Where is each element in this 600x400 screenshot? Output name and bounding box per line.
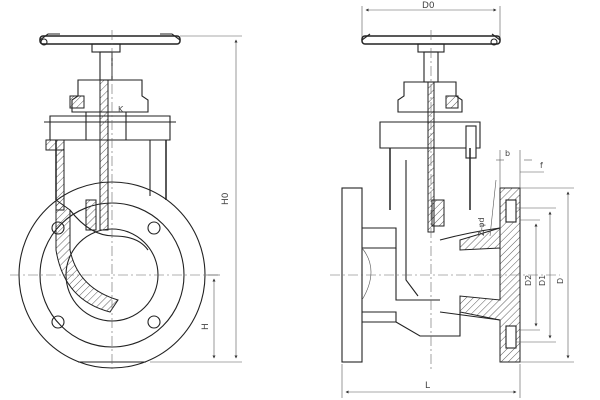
b-f-dimensions: b f — [496, 149, 544, 188]
b-label: b — [505, 149, 510, 158]
h-dimension: H — [201, 274, 220, 359]
body-neck-front — [55, 140, 167, 211]
d2-label: D2 — [524, 275, 533, 286]
front-view: K H0 H — [10, 30, 242, 372]
left-flange-side — [341, 187, 397, 363]
bonnet-front — [44, 79, 176, 151]
h0-dimension: H0 — [150, 35, 242, 363]
d1-label: D1 — [538, 275, 547, 286]
f-label: f — [540, 161, 543, 170]
bolt-callout: Z-φd — [477, 179, 497, 237]
k-label: K — [118, 105, 124, 114]
body-bottom-side — [395, 248, 461, 337]
h-label: H — [201, 323, 211, 330]
body-section-front — [55, 199, 149, 313]
side-view: D0 — [330, 1, 574, 398]
d0-dimension: D0 — [361, 1, 501, 40]
l-dimension: L — [341, 364, 521, 398]
handwheel-front — [39, 33, 181, 81]
stem-gate-side — [405, 81, 445, 297]
diameter-dimensions: D D1 D2 — [516, 187, 574, 363]
l-label: L — [425, 381, 430, 391]
bolts-label: Z-φd — [477, 217, 486, 236]
d0-label: D0 — [422, 1, 435, 11]
bonnet-side — [379, 81, 481, 210]
d-label: D — [556, 278, 565, 284]
stem-front — [85, 79, 109, 231]
h0-label: H0 — [221, 192, 231, 205]
